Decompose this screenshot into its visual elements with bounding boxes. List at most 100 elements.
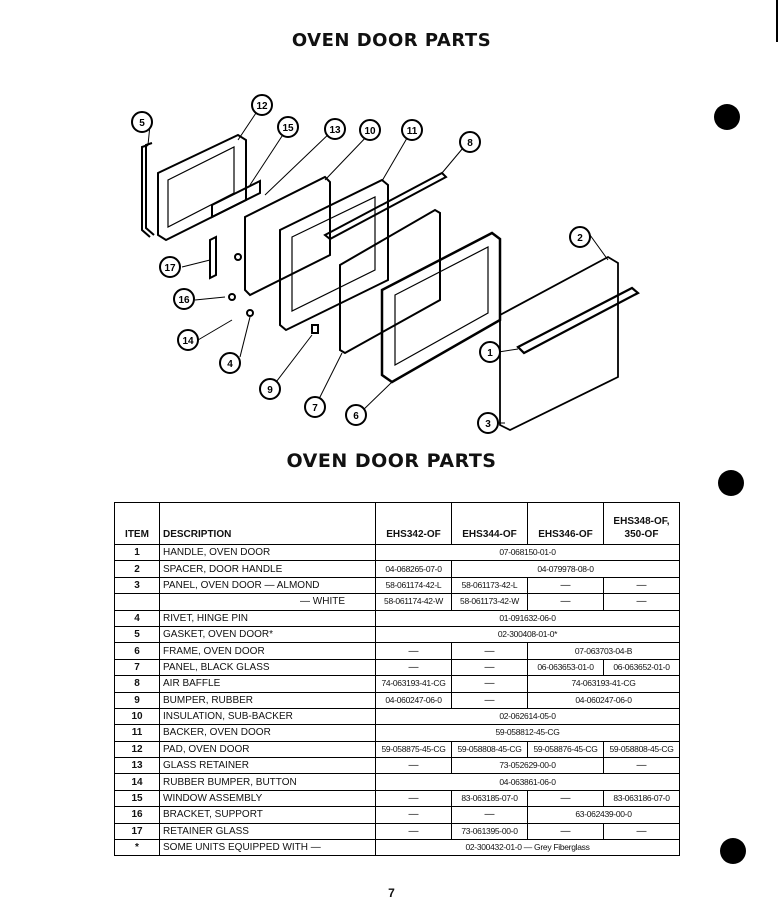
table-cell: 01-091632-06-0: [375, 609, 680, 627]
table-cell: —: [603, 822, 680, 841]
table-cell: —: [375, 822, 452, 841]
table-cell: 12: [114, 740, 160, 759]
svg-text:16: 16: [178, 295, 190, 306]
table-cell: —: [375, 789, 452, 808]
table-cell: 59-058812-45-CG: [375, 724, 680, 742]
table-cell: RUBBER BUMPER, BUTTON: [159, 773, 376, 791]
table-cell: 16: [114, 806, 160, 824]
svg-text:3: 3: [485, 419, 491, 430]
table-cell: —: [527, 822, 604, 841]
table-cell: INSULATION, SUB-BACKER: [159, 707, 376, 726]
callout-14: [177, 329, 199, 351]
table-cell: 58-061174-42-W: [375, 593, 452, 611]
table-cell: 73-061395-00-0: [451, 822, 528, 841]
table-cell: HANDLE, OVEN DOOR: [159, 543, 376, 562]
callout-8: [459, 131, 481, 153]
table-cell: 59-058808-45-CG: [451, 740, 528, 759]
table-cell: —: [527, 593, 604, 611]
table-cell: 9: [114, 691, 160, 709]
table-cell: 06-063653-01-0: [527, 658, 604, 677]
callout-12: [251, 94, 273, 116]
table-cell: 3: [114, 576, 160, 595]
table-cell: *: [114, 839, 160, 857]
table-cell: BACKER, OVEN DOOR: [159, 724, 376, 742]
table-cell: 59-058808-45-CG: [603, 740, 680, 759]
table-cell: FRAME, OVEN DOOR: [159, 642, 376, 660]
header-ehs344: EHS344-OF: [451, 502, 528, 545]
table-cell: — WHITE: [159, 593, 376, 611]
svg-text:13: 13: [329, 125, 341, 136]
table-cell: GLASS RETAINER: [159, 757, 376, 775]
binder-hole: [720, 838, 746, 864]
table-cell: 59-058875-45-CG: [375, 740, 452, 759]
page-title: OVEN DOOR PARTS: [291, 30, 492, 51]
table-cell: 04-060247-06-0: [375, 691, 452, 709]
table-cell: —: [603, 757, 680, 775]
exploded-view-diagram: 1 2 3 4 5 6 7 8 9 10 11 12 13 14 15 16 1…: [131, 94, 640, 434]
table-cell: 74-063193-41-CG: [375, 675, 452, 693]
table-cell: —: [603, 576, 680, 595]
table-cell: 07-068150-01-0: [375, 543, 680, 562]
table-cell: 63-062439-00-0: [527, 806, 680, 824]
table-cell: 15: [114, 789, 160, 808]
header-description: DESCRIPTION: [159, 502, 376, 545]
svg-text:2: 2: [577, 233, 583, 244]
table-cell: —: [451, 691, 528, 709]
table-cell: 04-063861-06-0: [375, 773, 680, 791]
header-ehs348: EHS348-OF,350-OF: [603, 502, 680, 545]
callout-4: [219, 352, 241, 374]
callout-1: [479, 341, 501, 363]
table-cell: SPACER, DOOR HANDLE: [159, 560, 376, 578]
table-cell: —: [375, 806, 452, 824]
table-cell: —: [603, 593, 680, 611]
callout-6: [345, 404, 367, 426]
svg-text:4: 4: [227, 359, 233, 370]
table-cell: —: [527, 576, 604, 595]
table-cell: 02-062614-05-0: [375, 707, 680, 726]
parts-table: ITEM DESCRIPTION EHS342-OF EHS344-OF EHS…: [114, 502, 680, 857]
table-cell: [114, 593, 160, 611]
table-cell: —: [375, 642, 452, 660]
table-cell: WINDOW ASSEMBLY: [159, 789, 376, 808]
table-cell: 14: [114, 773, 160, 791]
table-row: *SOME UNITS EQUIPPED WITH —02-300432-01-…: [114, 839, 680, 857]
header-item: ITEM: [114, 502, 160, 545]
table-cell: —: [451, 642, 528, 660]
table-cell: —: [527, 789, 604, 808]
svg-text:15: 15: [282, 123, 294, 134]
table-cell: SOME UNITS EQUIPPED WITH —: [159, 839, 376, 857]
svg-text:10: 10: [364, 126, 376, 137]
svg-text:14: 14: [182, 336, 194, 347]
table-cell: 04-068265-07-0: [375, 560, 452, 578]
callout-10: [359, 119, 381, 141]
svg-text:11: 11: [407, 126, 418, 137]
svg-text:6: 6: [353, 411, 359, 422]
svg-text:8: 8: [467, 138, 473, 149]
table-cell: 11: [114, 724, 160, 742]
header-ehs346: EHS346-OF: [527, 502, 604, 545]
table-cell: —: [451, 675, 528, 693]
table-cell: 07-063703-04-B: [527, 642, 680, 660]
svg-text:7: 7: [312, 403, 318, 414]
table-cell: 8: [114, 675, 160, 693]
table-cell: 06-063652-01-0: [603, 658, 680, 677]
table-cell: 17: [114, 822, 160, 841]
table-cell: RIVET, HINGE PIN: [159, 609, 376, 627]
table-cell: 74-063193-41-CG: [527, 675, 680, 693]
table-cell: 4: [114, 609, 160, 627]
